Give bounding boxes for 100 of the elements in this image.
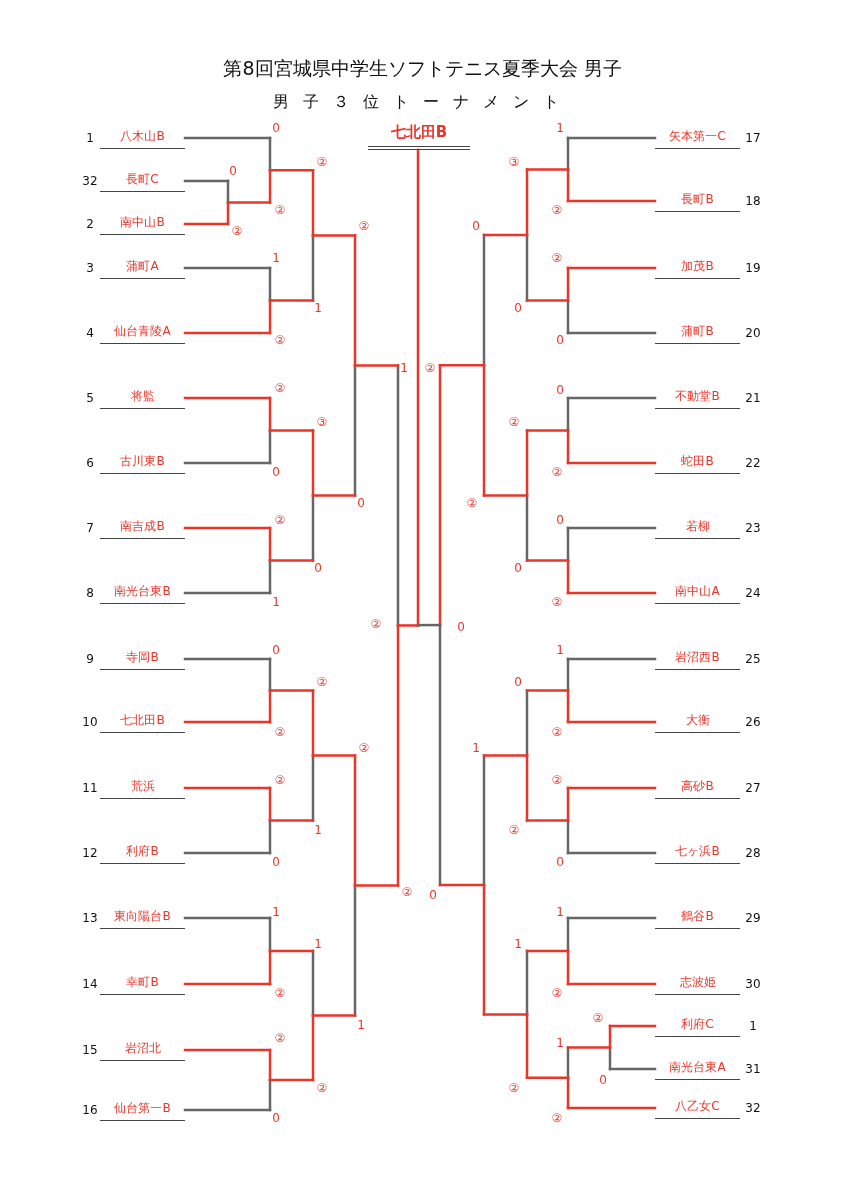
score: ② — [316, 155, 328, 169]
team-name: 仙台青陵A — [100, 321, 185, 344]
seed-number: 15 — [82, 1043, 98, 1057]
score: 0 — [556, 513, 564, 527]
score: ② — [274, 203, 286, 217]
score: ② — [551, 465, 563, 479]
score: 1 — [357, 1018, 365, 1032]
score: 0 — [272, 465, 280, 479]
score: ② — [358, 741, 370, 755]
score: 1 — [272, 905, 280, 919]
score: 1 — [556, 905, 564, 919]
team-name: 七北田B — [100, 710, 185, 733]
score: ② — [508, 1081, 520, 1095]
team-name: 蒲町B — [655, 321, 740, 344]
score: ② — [551, 725, 563, 739]
seed-number: 5 — [86, 391, 94, 405]
seed-number: 25 — [745, 652, 761, 666]
team-name: 八木山B — [100, 126, 185, 149]
team-name: 岩沼西B — [655, 647, 740, 670]
seed-number: 10 — [82, 715, 98, 729]
score: ② — [274, 986, 286, 1000]
score: 0 — [457, 620, 465, 634]
seed-number: 31 — [745, 1062, 761, 1076]
seed-number: 32 — [745, 1101, 761, 1115]
winner-name: 七北田B — [368, 120, 470, 150]
team-name: 幸町B — [100, 972, 185, 995]
seed-number: 1 — [86, 131, 94, 145]
seed-number: 17 — [745, 131, 761, 145]
score: ② — [551, 203, 563, 217]
score: ② — [274, 1031, 286, 1045]
score: ② — [551, 595, 563, 609]
seed-number: 9 — [86, 652, 94, 666]
team-name: 加茂B — [655, 256, 740, 279]
score: ② — [551, 773, 563, 787]
score: 0 — [514, 561, 522, 575]
score: 0 — [429, 888, 437, 902]
score: 1 — [314, 823, 322, 837]
subtitle: 男子３位トーナメント — [271, 92, 574, 113]
team-name: 古川東B — [100, 451, 185, 474]
score: 0 — [556, 383, 564, 397]
score: ② — [551, 251, 563, 265]
score: 1 — [272, 595, 280, 609]
score: 0 — [556, 333, 564, 347]
team-name: 利府B — [100, 841, 185, 864]
seed-number: 16 — [82, 1103, 98, 1117]
score: ② — [358, 219, 370, 233]
team-name: 利府C — [655, 1014, 740, 1037]
score: 1 — [400, 361, 408, 375]
seed-number: 23 — [745, 521, 761, 535]
score: 0 — [472, 219, 480, 233]
team-name: 長町B — [655, 189, 740, 212]
team-name: 八乙女C — [655, 1096, 740, 1119]
score: 1 — [556, 121, 564, 135]
seed-number: 24 — [745, 586, 761, 600]
seed-number: 19 — [745, 261, 761, 275]
team-name: 若柳 — [655, 516, 740, 539]
seed-number: 21 — [745, 391, 761, 405]
score: 0 — [272, 1111, 280, 1125]
score: ② — [274, 725, 286, 739]
score: ② — [274, 773, 286, 787]
seed-number: 26 — [745, 715, 761, 729]
score: ② — [274, 513, 286, 527]
seed-number: 32 — [82, 174, 98, 188]
team-name: 七ヶ浜B — [655, 841, 740, 864]
seed-number: 13 — [82, 911, 98, 925]
seed-number: 6 — [86, 456, 94, 470]
score: ② — [370, 617, 382, 631]
seed-number: 3 — [86, 261, 94, 275]
score: ② — [424, 361, 436, 375]
seed-number: 27 — [745, 781, 761, 795]
score: ② — [551, 986, 563, 1000]
seed-number: 22 — [745, 456, 761, 470]
score: 1 — [556, 1036, 564, 1050]
seed-number: 8 — [86, 586, 94, 600]
team-name: 南光台東B — [100, 581, 185, 604]
team-name: 南中山B — [100, 212, 185, 235]
score: 0 — [599, 1073, 607, 1087]
seed-number: 28 — [745, 846, 761, 860]
team-name: 岩沼北 — [100, 1038, 185, 1061]
score: ② — [274, 333, 286, 347]
score: ③ — [316, 415, 328, 429]
score: ② — [401, 885, 413, 899]
team-name: 東向陽台B — [100, 906, 185, 929]
score: ② — [466, 496, 478, 510]
team-name: 高砂B — [655, 776, 740, 799]
score: 1 — [272, 251, 280, 265]
score: ② — [231, 224, 243, 238]
score: 1 — [514, 937, 522, 951]
score: ③ — [508, 155, 520, 169]
score: 1 — [314, 301, 322, 315]
score: 0 — [272, 855, 280, 869]
score: 0 — [514, 675, 522, 689]
score: ② — [551, 1111, 563, 1125]
score: ② — [274, 381, 286, 395]
team-name: 長町C — [100, 169, 185, 192]
seed-number: 7 — [86, 521, 94, 535]
team-name: 将監 — [100, 386, 185, 409]
seed-number: 2 — [86, 217, 94, 231]
score: ② — [592, 1011, 604, 1025]
team-name: 寺岡B — [100, 647, 185, 670]
